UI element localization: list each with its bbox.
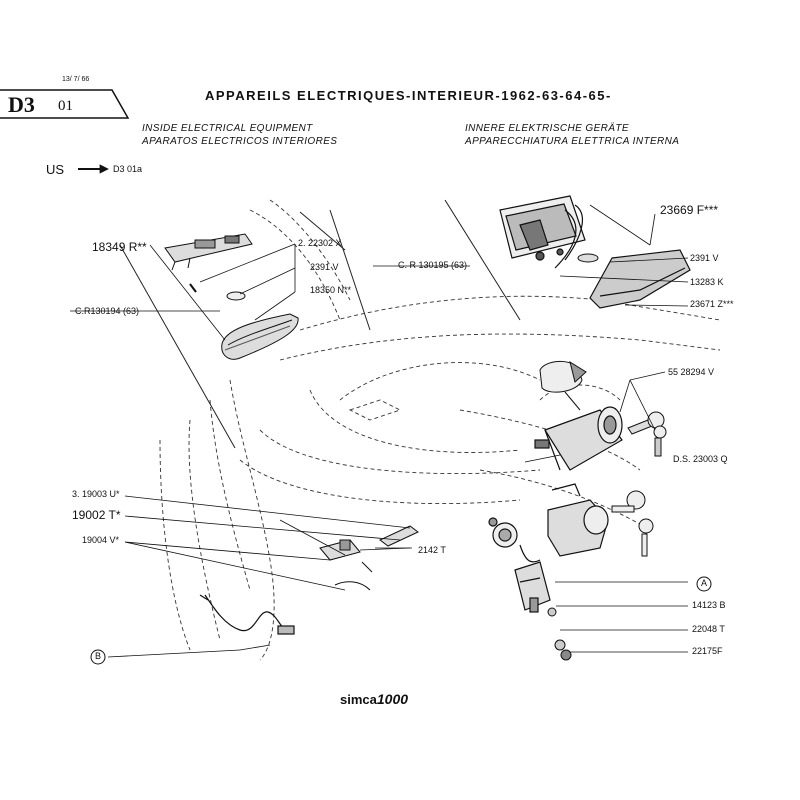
relay-box (514, 561, 551, 613)
plate-code: D3 (8, 92, 35, 118)
brand-model: 1000 (376, 691, 409, 707)
dashboard-outline (159, 199, 721, 661)
ignition-keys (627, 411, 667, 457)
courtesy-lamp-bulb (577, 253, 599, 263)
ignition-switch (534, 406, 623, 471)
subtitle-en: INSIDE ELECTRICAL EQUIPMENT (142, 123, 313, 134)
label-2391-a: 2391 V (310, 262, 339, 272)
plate-date: 13/ 7/ 66 (62, 76, 90, 83)
label-23671: 23671 Z*** (690, 299, 734, 309)
plate-code-tab (0, 89, 130, 119)
label-14123: 14123 B (692, 600, 726, 610)
label-22048: 22048 T (692, 624, 725, 634)
label-22302: 2. 22302 X (298, 238, 342, 248)
us-label: US (46, 162, 65, 177)
subtitle-es: APARATOS ELECTRICOS INTERIORES (142, 136, 338, 147)
callout-b: B (95, 651, 102, 661)
small-parts (547, 607, 572, 661)
label-22175: 22175F (692, 646, 723, 656)
steering-lock (488, 483, 609, 563)
page-title: APPAREILS ELECTRIQUES-INTERIEUR-1962-63-… (205, 88, 612, 103)
leader-lines-lower-left (78, 164, 412, 658)
us-target-plate: D3 01a (113, 164, 143, 174)
label-19003: 3. 19003 U* (72, 489, 120, 499)
label-18350: 18350 N** (310, 285, 352, 295)
label-19004: 19004 V* (82, 535, 120, 545)
label-c130195: C. R 130195 (63) (398, 260, 468, 270)
label-18349: 18349 R** (92, 240, 147, 254)
leader-lines-switch (524, 371, 666, 463)
roof-lamp-base (164, 233, 253, 271)
plate-code-main: D3 (8, 92, 35, 117)
label-c130194: C.R130194 (63) (75, 306, 140, 316)
body-lines (119, 199, 521, 449)
wire-harness (199, 594, 295, 635)
label-28294: 55 28294 V (668, 367, 715, 377)
label-2142: 2142 T (418, 545, 446, 555)
leader-lines-upper-left (70, 243, 470, 341)
label-23669: 23669 F*** (660, 203, 719, 217)
callout-circles (90, 576, 712, 665)
courtesy-lamp-body (499, 195, 586, 261)
label-19002: 19002 T* (72, 508, 121, 522)
door-switch (319, 525, 419, 591)
leader-lines-lower-right (555, 581, 688, 653)
courtesy-lamp-wires (554, 204, 584, 269)
label-2391-b: 2391 V (690, 253, 719, 263)
courtesy-lamp-lens (589, 249, 691, 309)
subtitle-de: INNERE ELEKTRISCHE GERÄTE (465, 123, 629, 134)
switch-bezel (539, 360, 587, 411)
plate-code-suffix: 01 (58, 98, 73, 114)
lamp-bulb (189, 283, 246, 301)
steering-lock-keys (611, 490, 654, 557)
leader-lines-upper-right (559, 204, 689, 307)
callout-a: A (701, 578, 708, 588)
lamp-lens (221, 313, 299, 360)
label-23003: D.S. 23003 Q (673, 454, 728, 464)
brand-name: simca (340, 692, 377, 707)
brand-logo: simca1000 (340, 691, 408, 707)
label-13283: 13283 K (690, 277, 724, 287)
subtitle-it: APPARECCHIATURA ELETTRICA INTERNA (465, 136, 680, 147)
